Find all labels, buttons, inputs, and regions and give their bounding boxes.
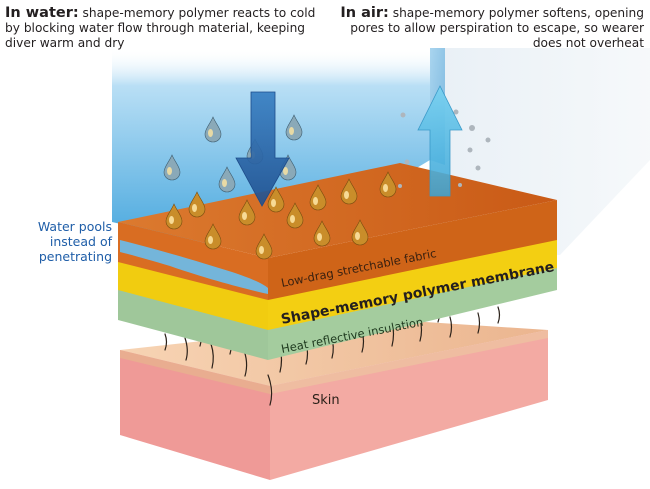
vapor-bubbles: [398, 109, 491, 188]
in-water-heading: In water:: [5, 5, 79, 21]
skin-block: Skin: [120, 305, 548, 480]
in-water-caption: In water: shape-memory polymer reacts to…: [5, 6, 325, 51]
in-air-caption: In air: shape-memory polymer softens, op…: [324, 6, 644, 51]
fabric-right: [268, 200, 557, 300]
arrow-up-icon: [417, 85, 463, 197]
skin-right-face: [270, 330, 548, 480]
water-pools-callout: Water pools instead of penetrating: [37, 219, 112, 264]
skin-top-face: [120, 320, 548, 386]
membrane-right: [268, 232, 557, 330]
in-air-heading: In air:: [340, 5, 389, 21]
pooled-water: [120, 240, 268, 294]
arrow-down-icon: [235, 91, 290, 207]
skin-label: Skin: [312, 393, 340, 408]
in-air-text: shape-memory polymer softens, opening po…: [350, 6, 644, 50]
in-water-text: shape-memory polymer reacts to cold by b…: [5, 6, 316, 50]
